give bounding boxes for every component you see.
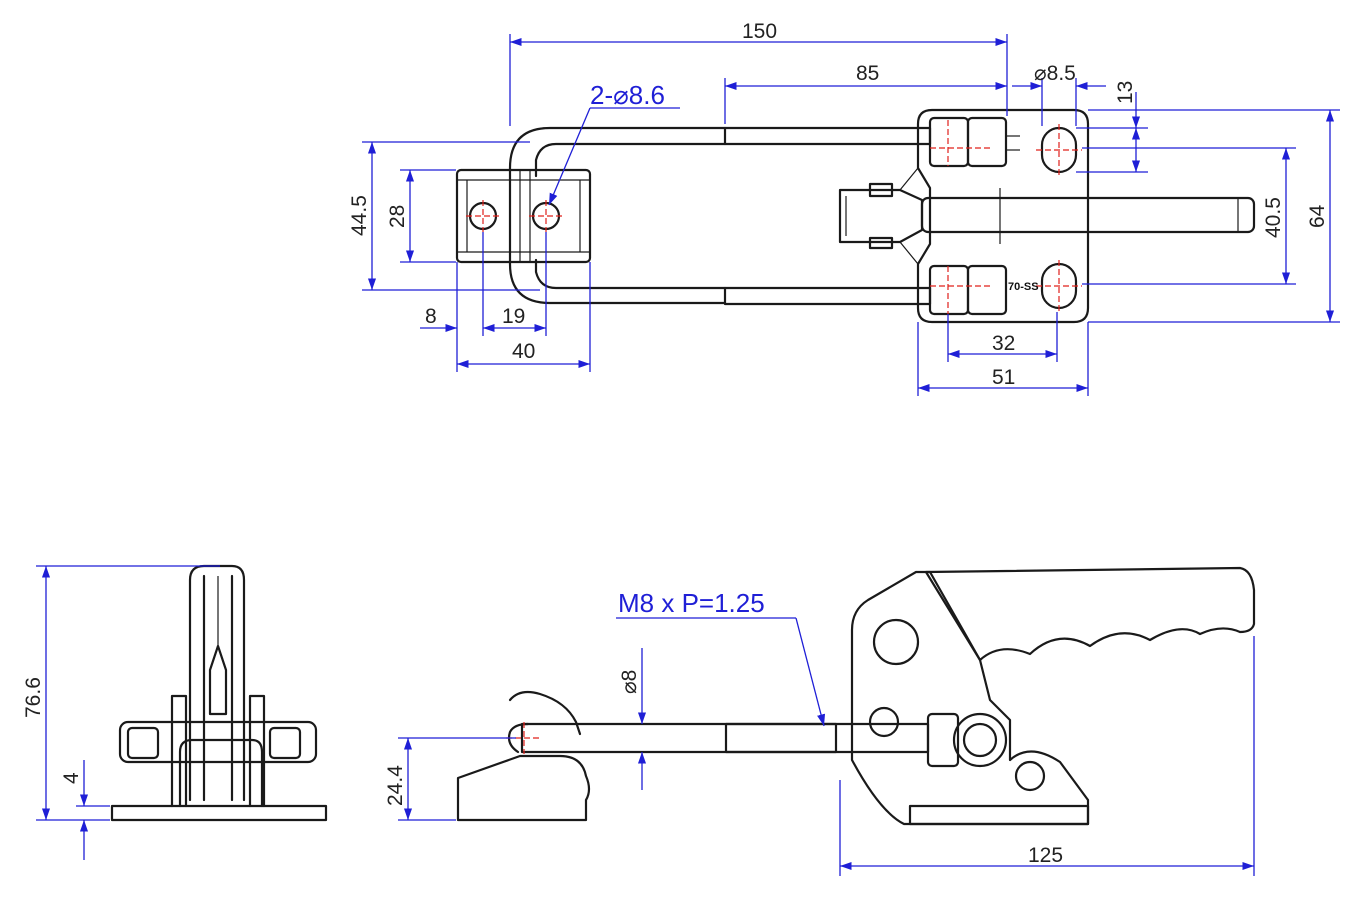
front-view-outline bbox=[456, 566, 1256, 826]
top-view: 70-SS 150 85 ⌀8.5 13 2-⌀ bbox=[348, 20, 1340, 396]
dim-width-40: 40 bbox=[512, 340, 535, 363]
top-view-centerlines bbox=[466, 120, 1082, 314]
dim-height-outer: 44.5 bbox=[348, 195, 371, 236]
top-view-outline bbox=[455, 108, 1256, 324]
side-view-outline bbox=[110, 564, 328, 822]
dim-bar-length: 85 bbox=[856, 62, 879, 85]
dim-slot-pitch: 40.5 bbox=[1262, 197, 1285, 238]
dim-latch-hole: 2-⌀8.6 bbox=[590, 80, 665, 110]
side-view-dimensions: 76.6 4 bbox=[22, 565, 220, 860]
side-view: 76.6 4 bbox=[22, 564, 328, 860]
dim-height-total: 76.6 bbox=[22, 677, 45, 718]
dim-base-width: 51 bbox=[992, 366, 1015, 389]
dim-base-hole-pitch: 32 bbox=[992, 332, 1015, 355]
dim-slot-dia: ⌀8.5 bbox=[1034, 62, 1076, 85]
dim-height-inner: 28 bbox=[386, 205, 409, 228]
dim-base-height: 64 bbox=[1306, 204, 1329, 228]
dim-overall-length: 150 bbox=[742, 20, 777, 43]
dim-overall-length-front: 125 bbox=[1028, 844, 1063, 867]
front-view-dimensions: M8 x P=1.25 ⌀8 24.4 125 bbox=[384, 588, 1255, 876]
front-view: M8 x P=1.25 ⌀8 24.4 125 bbox=[384, 566, 1256, 876]
dim-offset-19: 19 bbox=[502, 305, 525, 328]
dim-rod-dia: ⌀8 bbox=[618, 670, 641, 694]
thread-callout: M8 x P=1.25 bbox=[618, 588, 765, 618]
dim-slot-len: 13 bbox=[1114, 81, 1137, 104]
top-view-dimensions: 150 85 ⌀8.5 13 2-⌀8.6 44.5 bbox=[348, 20, 1340, 396]
dim-hook-height: 24.4 bbox=[384, 765, 407, 806]
part-stamp: 70-SS bbox=[1008, 281, 1039, 293]
dim-offset-8: 8 bbox=[425, 305, 437, 328]
dim-base-thickness: 4 bbox=[60, 772, 83, 784]
